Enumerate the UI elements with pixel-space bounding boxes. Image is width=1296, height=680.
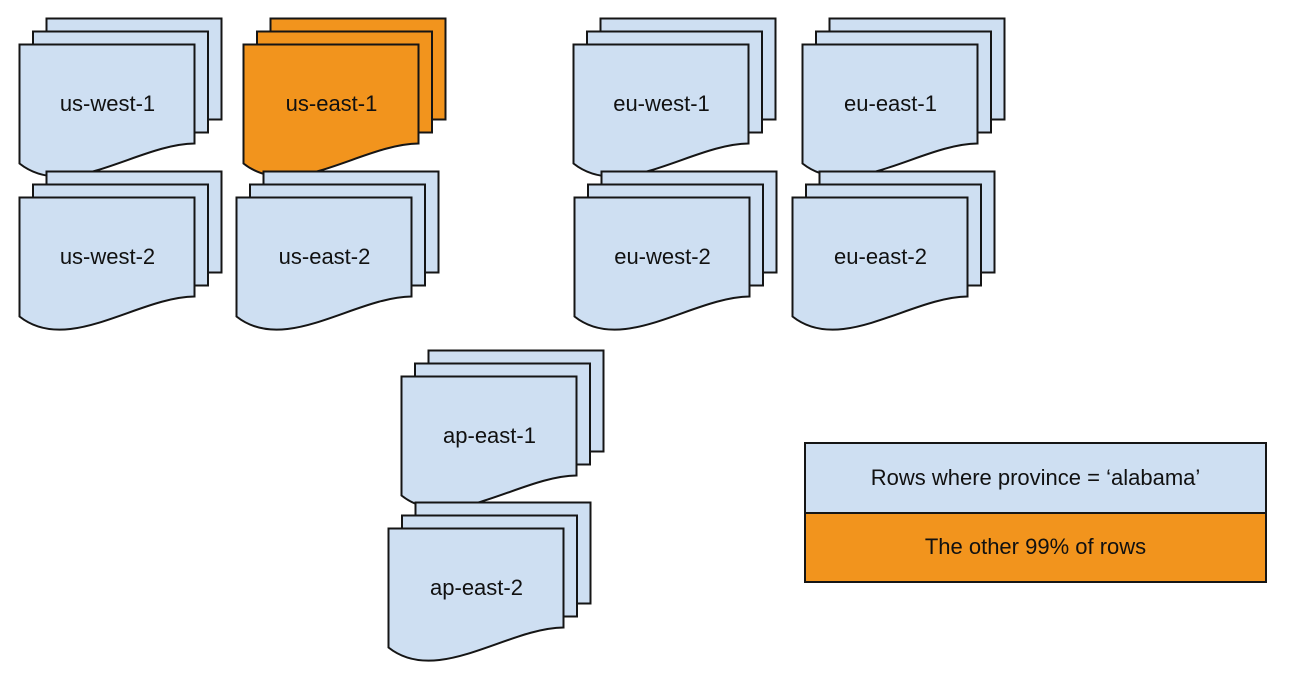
region-stack-eu-west-1: eu-west-1 — [572, 17, 778, 179]
region-stack-us-west-1: us-west-1 — [18, 17, 224, 179]
region-stack-eu-east-2: eu-east-2 — [791, 170, 997, 332]
document-stack-icon — [791, 170, 996, 331]
document-stack-icon — [572, 17, 777, 178]
document-stack-icon — [387, 501, 592, 662]
legend: Rows where province = ‘alabama’ The othe… — [804, 442, 1267, 583]
region-stack-eu-east-1: eu-east-1 — [801, 17, 1007, 179]
document-stack-icon — [18, 170, 223, 331]
legend-item-alabama-rows: Rows where province = ‘alabama’ — [806, 444, 1265, 512]
region-stack-us-west-2: us-west-2 — [18, 170, 224, 332]
document-stack-icon — [801, 17, 1006, 178]
region-stack-us-east-2: us-east-2 — [235, 170, 441, 332]
document-stack-icon — [242, 17, 447, 178]
region-stack-us-east-1: us-east-1 — [242, 17, 448, 179]
document-stack-icon — [573, 170, 778, 331]
legend-item-other-rows: The other 99% of rows — [806, 511, 1265, 581]
region-stack-ap-east-2: ap-east-2 — [387, 501, 593, 663]
document-stack-icon — [18, 17, 223, 178]
legend-item-label: Rows where province = ‘alabama’ — [870, 464, 1201, 490]
legend-item-label: The other 99% of rows — [924, 534, 1147, 560]
document-stack-icon — [400, 349, 605, 510]
region-stack-eu-west-2: eu-west-2 — [573, 170, 779, 332]
document-stack-icon — [235, 170, 440, 331]
region-stack-ap-east-1: ap-east-1 — [400, 349, 606, 511]
